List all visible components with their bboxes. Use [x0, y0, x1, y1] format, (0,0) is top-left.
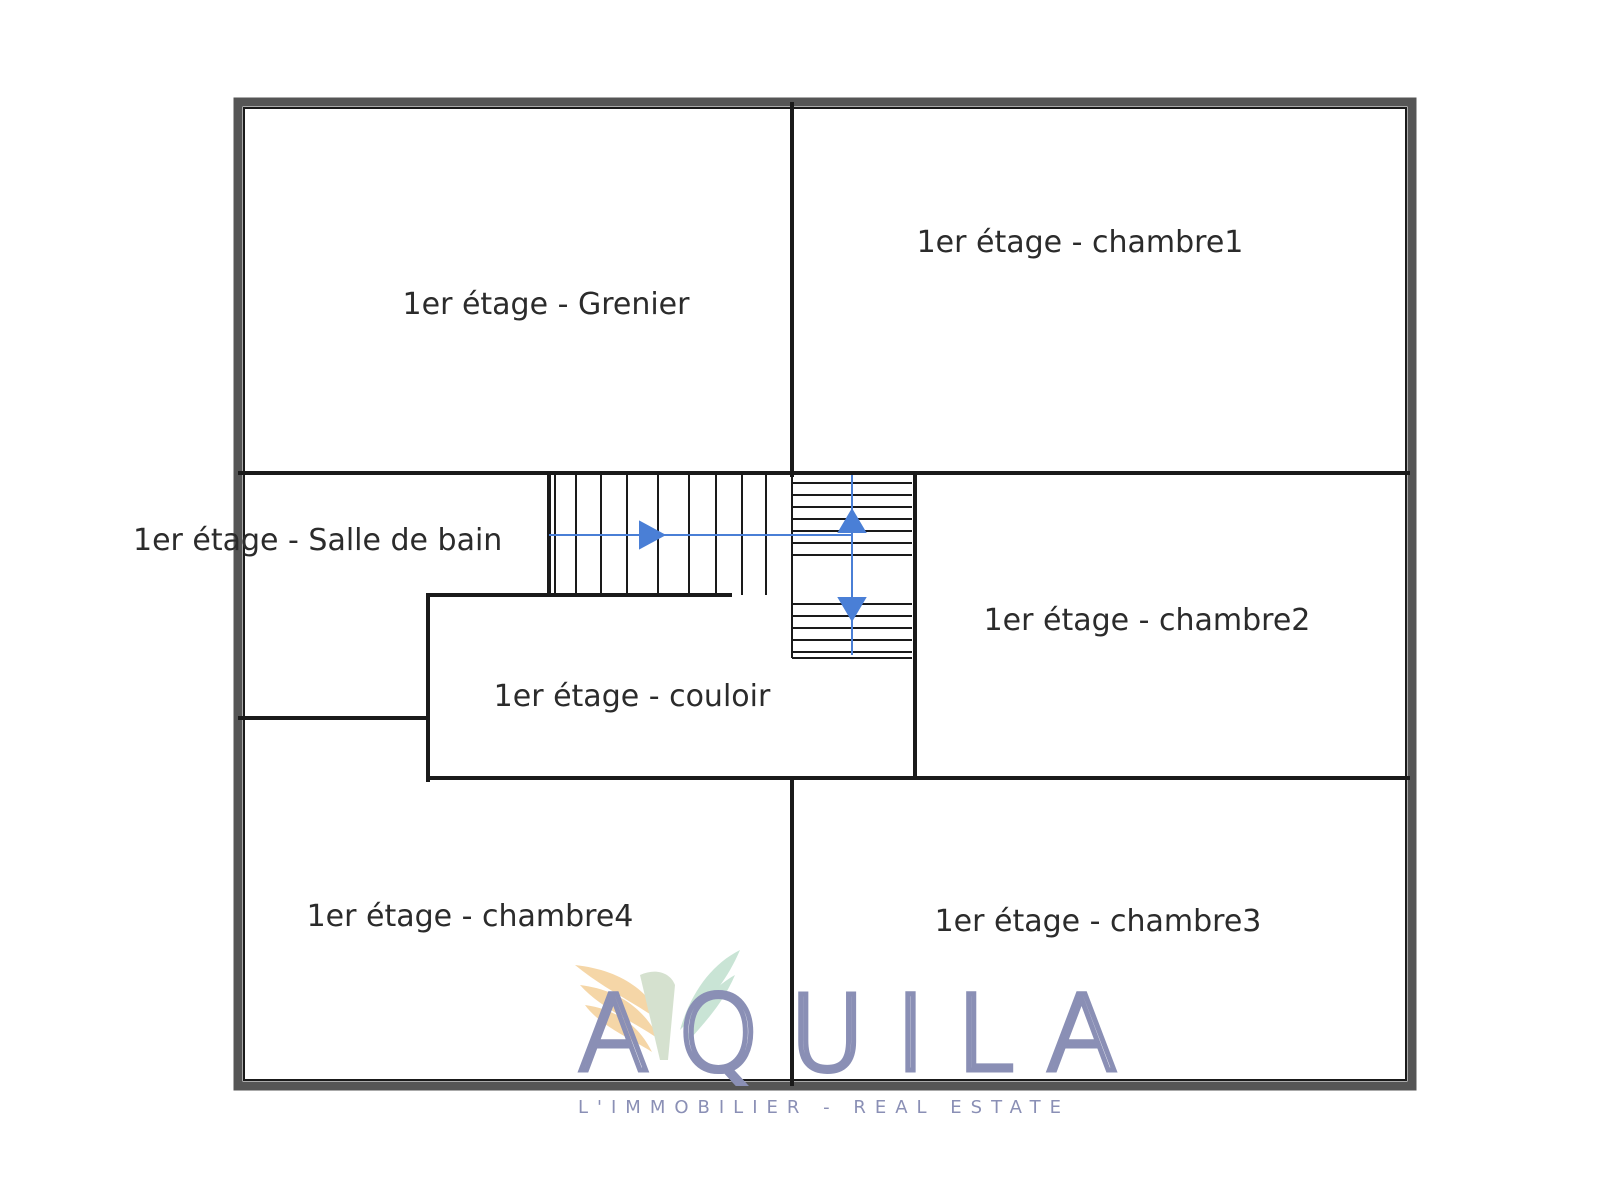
- room-label-salle-de-bain: 1er étage - Salle de bain: [133, 523, 502, 558]
- room-label-chambre4: 1er étage - chambre4: [307, 899, 634, 934]
- staircase: [549, 475, 912, 659]
- outer-wall-inner-line: [243, 107, 1407, 1081]
- outer-wall-frame: [233, 97, 1417, 1091]
- room-label-grenier: 1er étage - Grenier: [403, 287, 691, 322]
- arrow-up-icon: [837, 508, 867, 533]
- arrow-icon: [639, 520, 667, 550]
- room-label-chambre3: 1er étage - chambre3: [935, 904, 1262, 939]
- logo: AQUILA L'IMMOBILIER - REAL ESTATE: [575, 950, 1147, 1118]
- room-label-chambre1: 1er étage - chambre1: [917, 225, 1244, 260]
- room-label-couloir: 1er étage - couloir: [494, 679, 771, 714]
- interior-walls: [238, 102, 1410, 1086]
- room-labels: 1er étage - Grenier 1er étage - chambre1…: [133, 225, 1310, 939]
- room-label-chambre2: 1er étage - chambre2: [984, 603, 1311, 638]
- wings-icon: [575, 950, 740, 1060]
- stair-direction: [549, 475, 867, 655]
- outer-walls: [233, 97, 1417, 1091]
- logo-tagline: L'IMMOBILIER - REAL ESTATE: [578, 1097, 1070, 1118]
- arrow-down-icon: [837, 597, 867, 622]
- logo-name: AQUILA: [578, 973, 1147, 1095]
